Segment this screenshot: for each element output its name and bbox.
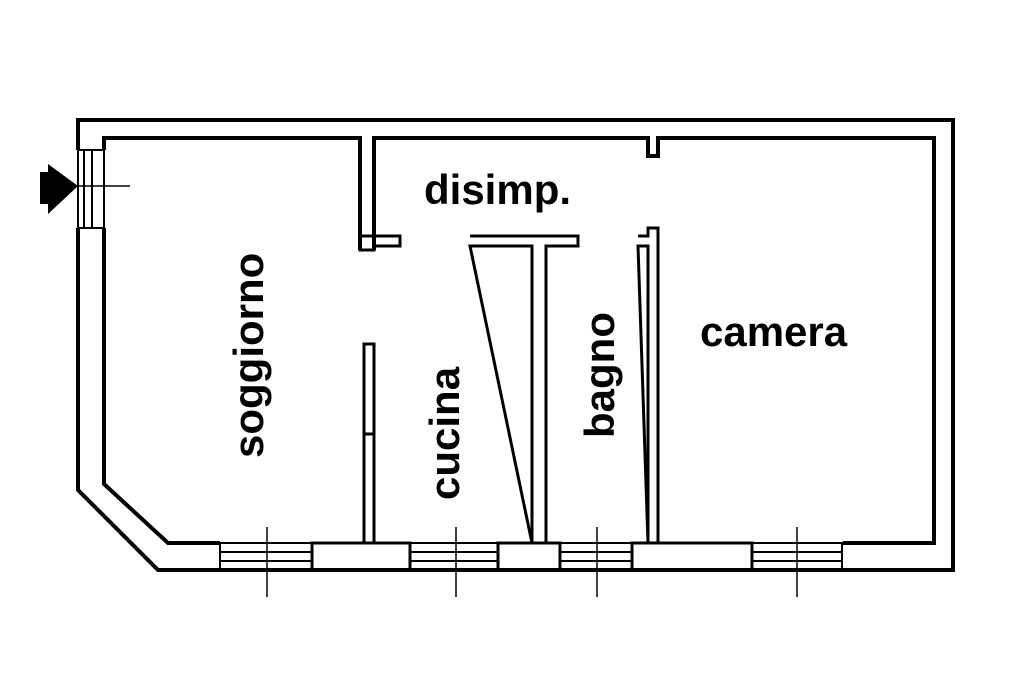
room-label-disimp: disimp. [424, 166, 571, 213]
outer-wall [76, 118, 955, 572]
wall-piers [310, 541, 754, 572]
room-label-cucina: cucina [421, 366, 468, 500]
cucina-bagno-wall [468, 234, 580, 544]
soggiorno-cucina-partition [362, 342, 376, 543]
inner-wall-left [102, 228, 220, 545]
window-ticks [266, 527, 798, 597]
entrance-arrow-icon [40, 164, 78, 214]
entrance-door [77, 149, 130, 229]
inner-wall-top [102, 136, 936, 545]
room-label-bagno: bagno [576, 312, 623, 438]
bagno-camera-wall [636, 226, 660, 544]
disimp-left-stub [358, 234, 402, 252]
room-label-camera: camera [700, 308, 848, 355]
room-label-soggiorno: soggiorno [225, 253, 272, 458]
